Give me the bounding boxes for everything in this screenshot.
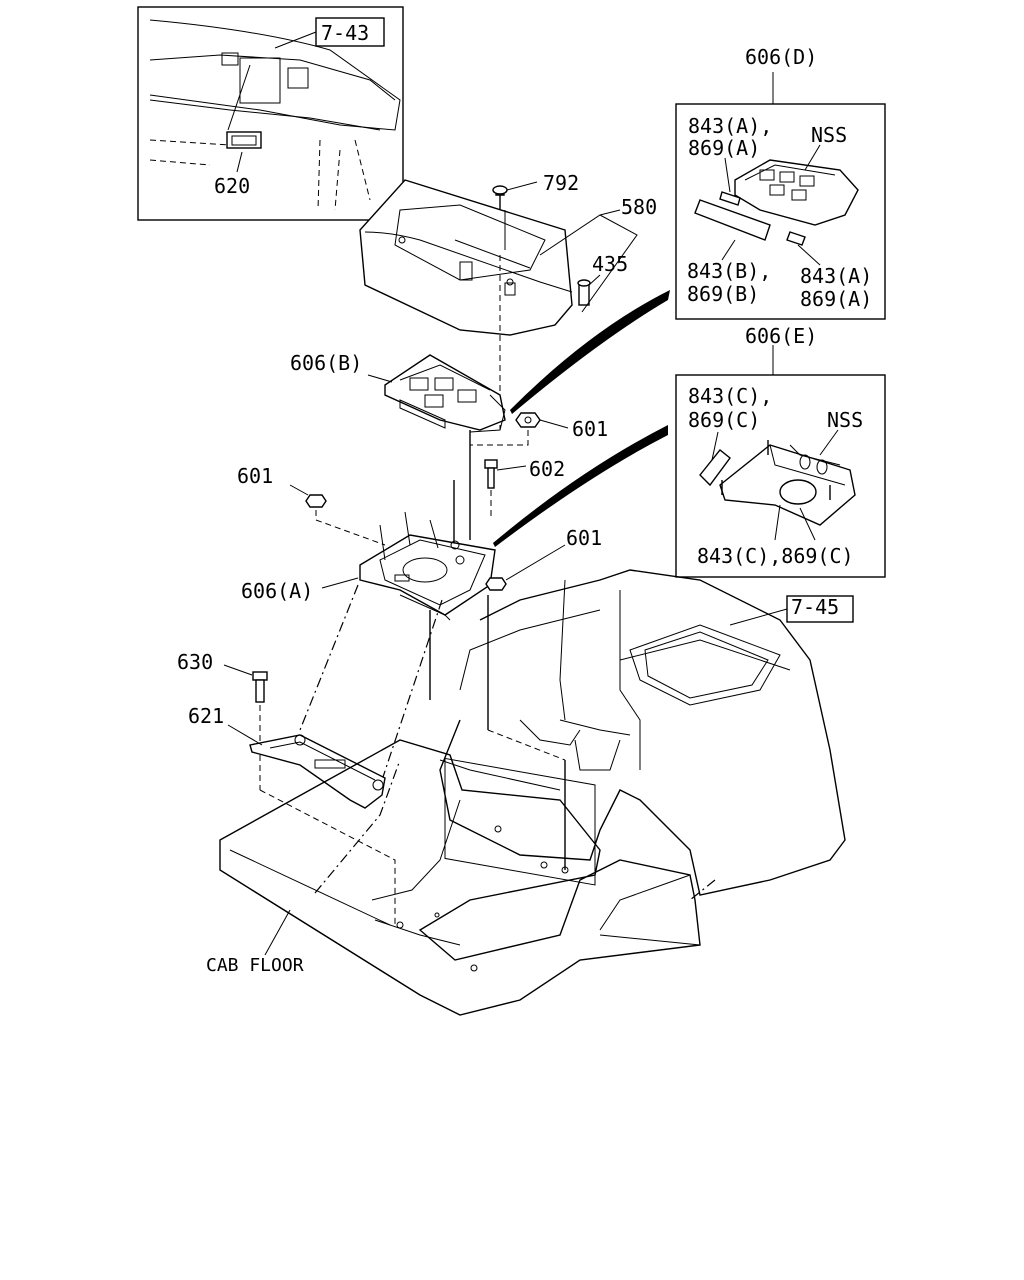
detail-d-text-3: 843(B), — [687, 259, 771, 283]
cab-floor — [219, 739, 701, 1016]
detail-box-606d — [675, 72, 886, 320]
bolt-630 — [223, 664, 268, 790]
part-602-label: 602 — [529, 457, 565, 481]
part-792-label: 792 — [543, 171, 579, 195]
detail-d-text-5: 843(A) — [800, 264, 872, 288]
screw-792 — [492, 181, 538, 210]
center-console — [439, 569, 854, 946]
detail-e-title: 606(E) — [745, 324, 817, 348]
detail-d-text-6: 869(A) — [800, 287, 872, 311]
part-621-label: 621 — [188, 704, 224, 728]
nut-601-right — [485, 544, 566, 591]
detail-d-text-1: 843(A), — [688, 114, 772, 138]
part-601-left-label: 601 — [237, 464, 273, 488]
bolt-435 — [577, 274, 601, 306]
nut-601-upper — [470, 412, 569, 446]
part-630-label: 630 — [177, 650, 213, 674]
detail-d-title: 606(D) — [745, 45, 817, 69]
bracket-606b — [367, 354, 506, 433]
part-601-right-label: 601 — [566, 526, 602, 550]
part-620-label: 620 — [214, 174, 250, 198]
bracket-621 — [227, 724, 396, 925]
detail-d-pointer — [510, 290, 670, 414]
part-601-upper-label: 601 — [572, 417, 608, 441]
part-580-label: 580 — [621, 195, 657, 219]
detail-d-text-4: 869(B) — [687, 282, 759, 306]
detail-e-text-2: 869(C) — [688, 408, 760, 432]
detail-d-nss: NSS — [811, 123, 847, 147]
part-435-label: 435 — [592, 252, 628, 276]
detail-e-pointer — [493, 425, 668, 547]
detail-e-text-1: 843(C), — [688, 384, 772, 408]
ref-743-label: 7-43 — [321, 21, 369, 45]
inset-overhead-console — [137, 6, 404, 221]
detail-e-text-3: 843(C),869(C) — [697, 544, 854, 568]
ref-745-label: 7-45 — [791, 595, 839, 619]
detail-e-nss: NSS — [827, 408, 863, 432]
detail-d-text-2: 869(A) — [688, 136, 760, 160]
part-606a-label: 606(A) — [241, 579, 313, 603]
nut-601-left — [289, 484, 386, 546]
bracket-606a — [321, 511, 496, 621]
part-606b-label: 606(B) — [290, 351, 362, 375]
bolt-602 — [484, 459, 527, 520]
overhead-console-cover — [359, 179, 573, 430]
detail-box-606e — [675, 345, 886, 578]
ref-box-7-43 — [315, 17, 385, 47]
callout-labels: 7-43 620 792 580 435 606(B) 601 602 601 … — [177, 21, 872, 976]
cab-floor-label: CAB FLOOR — [206, 955, 304, 976]
